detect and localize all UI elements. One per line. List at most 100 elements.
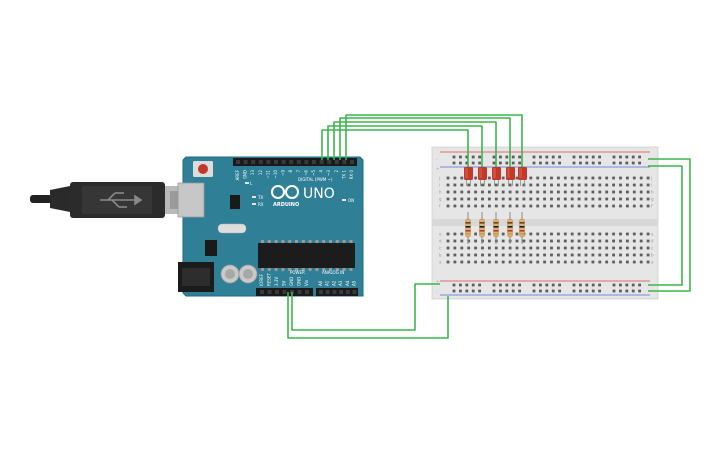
resistor[interactable] (507, 212, 513, 244)
breadboard-hole[interactable] (626, 260, 629, 264)
breadboard-hole[interactable] (584, 183, 588, 187)
led[interactable] (492, 167, 501, 186)
digital-pin-hole[interactable] (289, 160, 294, 164)
breadboard-hole[interactable] (585, 161, 589, 165)
breadboard-hole[interactable] (563, 253, 567, 257)
breadboard-hole[interactable] (474, 183, 477, 187)
breadboard-hole[interactable] (467, 204, 471, 208)
breadboard-hole[interactable] (598, 289, 601, 293)
breadboard-hole[interactable] (584, 253, 588, 257)
breadboard-hole[interactable] (474, 239, 477, 243)
breadboard-hole[interactable] (550, 190, 553, 194)
breadboard-hole[interactable] (492, 289, 496, 293)
breadboard-hole[interactable] (646, 176, 650, 180)
breadboard-hole[interactable] (570, 260, 574, 264)
digital-pin-hole[interactable] (350, 160, 354, 164)
breadboard-hole[interactable] (619, 253, 622, 257)
breadboard-hole[interactable] (612, 197, 615, 201)
analog-pin-hole[interactable] (332, 290, 337, 294)
breadboard-hole[interactable] (453, 176, 457, 180)
breadboard-hole[interactable] (545, 161, 549, 165)
breadboard-hole[interactable] (532, 283, 536, 287)
breadboard-hole[interactable] (501, 204, 505, 208)
breadboard-hole[interactable] (591, 239, 595, 243)
led[interactable] (478, 167, 487, 186)
breadboard-hole[interactable] (598, 183, 602, 187)
breadboard-hole[interactable] (515, 239, 519, 243)
breadboard-hole[interactable] (585, 283, 589, 287)
resistor[interactable] (519, 212, 525, 244)
breadboard-hole[interactable] (505, 289, 509, 293)
breadboard-hole[interactable] (612, 289, 616, 293)
resistor[interactable] (479, 212, 485, 244)
breadboard-hole[interactable] (619, 283, 622, 287)
breadboard-hole[interactable] (550, 260, 553, 264)
wire-pin-to-led-4[interactable] (339, 117, 511, 170)
breadboard-hole[interactable] (638, 283, 641, 287)
breadboard-hole[interactable] (612, 253, 615, 257)
breadboard-hole[interactable] (508, 190, 512, 194)
breadboard-hole[interactable] (518, 289, 521, 293)
led[interactable] (518, 167, 527, 186)
breadboard-hole[interactable] (460, 239, 464, 243)
breadboard-hole[interactable] (639, 253, 643, 257)
digital-pin-hole[interactable] (281, 160, 286, 164)
breadboard-hole[interactable] (550, 197, 553, 201)
breadboard-hole[interactable] (543, 232, 546, 236)
breadboard-hole[interactable] (598, 190, 602, 194)
breadboard-hole[interactable] (465, 161, 469, 165)
breadboard-hole[interactable] (459, 155, 462, 159)
breadboard-hole[interactable] (632, 176, 636, 180)
breadboard-hole[interactable] (481, 197, 484, 201)
breadboard-hole[interactable] (557, 253, 560, 257)
breadboard-hole[interactable] (446, 239, 450, 243)
breadboard-hole[interactable] (543, 190, 546, 194)
breadboard-hole[interactable] (508, 183, 512, 187)
breadboard-hole[interactable] (501, 260, 505, 264)
breadboard-hole[interactable] (446, 190, 450, 194)
breadboard-hole[interactable] (612, 155, 616, 159)
wire-pin-to-led-1[interactable] (321, 129, 469, 170)
analog-pin-hole[interactable] (345, 290, 350, 294)
breadboard-hole[interactable] (619, 190, 622, 194)
breadboard-hole[interactable] (584, 197, 588, 201)
breadboard-hole[interactable] (612, 190, 615, 194)
digital-pin-hole[interactable] (304, 160, 309, 164)
breadboard-hole[interactable] (550, 183, 553, 187)
breadboard-hole[interactable] (529, 246, 533, 250)
power-pin-hole[interactable] (267, 290, 272, 294)
breadboard-hole[interactable] (522, 253, 526, 257)
wire-pin-to-led-2[interactable] (327, 125, 483, 170)
breadboard-hole[interactable] (511, 289, 515, 293)
breadboard-hole[interactable] (625, 283, 629, 287)
breadboard-hole[interactable] (550, 239, 553, 243)
breadboard-hole[interactable] (626, 253, 629, 257)
breadboard-hole[interactable] (501, 232, 505, 236)
breadboard-hole[interactable] (501, 253, 505, 257)
breadboard-hole[interactable] (551, 289, 555, 293)
breadboard-hole[interactable] (605, 197, 609, 201)
breadboard-hole[interactable] (515, 253, 519, 257)
breadboard-hole[interactable] (605, 190, 609, 194)
breadboard-hole[interactable] (446, 232, 450, 236)
breadboard-hole[interactable] (626, 232, 629, 236)
breadboard-hole[interactable] (474, 253, 477, 257)
breadboard-hole[interactable] (598, 232, 602, 236)
breadboard-hole[interactable] (481, 253, 484, 257)
breadboard-hole[interactable] (501, 183, 505, 187)
breadboard-hole[interactable] (577, 260, 581, 264)
breadboard-hole[interactable] (494, 204, 498, 208)
breadboard-hole[interactable] (539, 161, 542, 165)
breadboard-hole[interactable] (625, 161, 629, 165)
breadboard-hole[interactable] (632, 260, 636, 264)
digital-pin-hole[interactable] (258, 160, 263, 164)
breadboard-hole[interactable] (598, 246, 602, 250)
breadboard-hole[interactable] (577, 190, 581, 194)
breadboard-hole[interactable] (471, 283, 475, 287)
breadboard-hole[interactable] (619, 161, 622, 165)
breadboard-hole[interactable] (460, 232, 464, 236)
breadboard-hole[interactable] (605, 246, 609, 250)
breadboard-hole[interactable] (558, 283, 561, 287)
breadboard-hole[interactable] (631, 161, 635, 165)
breadboard-hole[interactable] (522, 183, 526, 187)
